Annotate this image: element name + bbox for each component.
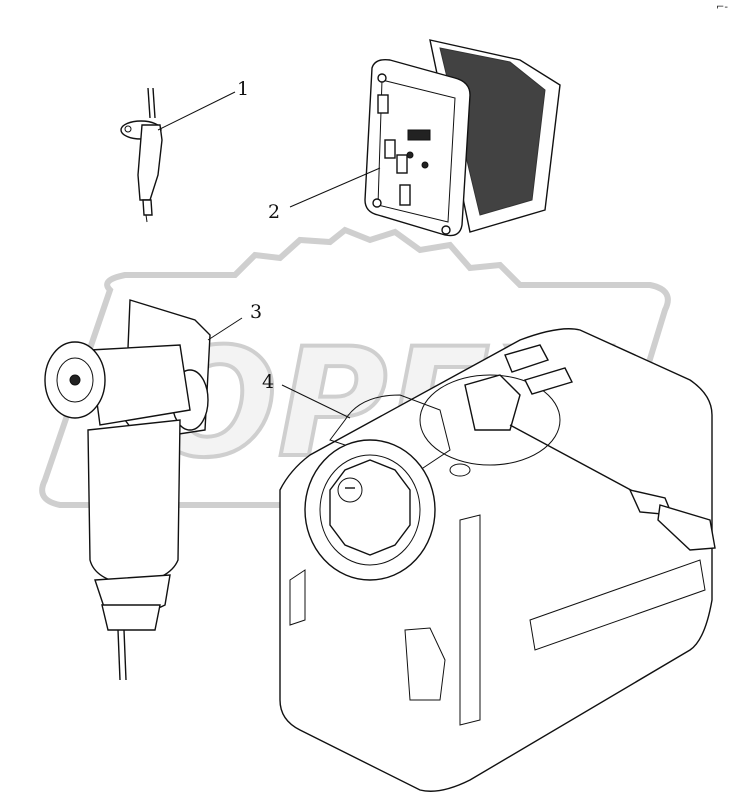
part-3-filter-assembly — [44, 299, 211, 681]
callout-4: 4 — [262, 371, 274, 393]
part-2-control-module — [364, 39, 561, 237]
callout-labels: 1 2 3 4 — [237, 78, 280, 393]
leader-line-4 — [281, 384, 351, 419]
part-4-tank — [279, 328, 716, 792]
leader-line-3 — [207, 317, 243, 341]
callout-1: 1 — [237, 78, 249, 100]
leader-line-1 — [157, 91, 236, 131]
corner-mark: ⌐- — [716, 2, 728, 13]
part-1-sensor — [120, 87, 163, 223]
leader-lines — [157, 91, 381, 419]
leader-line-2 — [289, 167, 381, 208]
callout-2: 2 — [268, 201, 280, 223]
callout-3: 3 — [250, 301, 262, 323]
